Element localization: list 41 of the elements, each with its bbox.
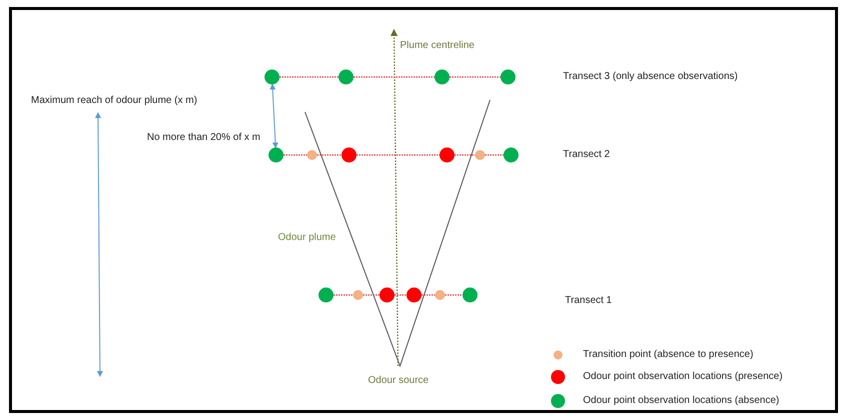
transect-line	[334, 294, 353, 296]
observation-point	[338, 70, 354, 84]
observation-point	[500, 70, 516, 84]
transect-line	[394, 294, 406, 296]
observation-point	[440, 148, 454, 162]
source-label: Odour source	[368, 375, 429, 387]
observation-point	[406, 288, 422, 302]
transect-line	[454, 154, 475, 156]
legend-label: Odour point observation locations (presence)	[583, 371, 783, 383]
transect-line	[445, 294, 462, 296]
transect-line	[354, 76, 434, 78]
transect-label: Transect 3 (only absence observations)	[563, 71, 738, 83]
observation-point	[268, 148, 284, 162]
transect-line	[485, 154, 504, 156]
transect-line	[284, 154, 307, 156]
observation-point	[353, 290, 363, 300]
observation-point	[435, 290, 445, 300]
observation-point	[342, 148, 356, 162]
observation-point	[264, 70, 280, 84]
transect-label: Transect 2	[563, 149, 610, 161]
observation-point	[475, 150, 485, 160]
transect-line	[356, 154, 440, 156]
observation-point	[462, 288, 478, 302]
legend-label: Transition point (absence to presence)	[583, 349, 754, 361]
axis-label: Plume centreline	[400, 40, 474, 52]
dimension-label: Maximum reach of odour plume (x m)	[31, 95, 198, 107]
observation-point	[434, 70, 450, 84]
transect-line	[363, 294, 380, 296]
transect-line	[450, 76, 500, 78]
legend-label: Odour point observation locations (absence)	[583, 395, 780, 407]
observation-point	[318, 288, 334, 302]
transect-label: Transect 1	[565, 295, 612, 307]
transect-line	[280, 76, 338, 78]
spacing-arrow	[270, 84, 278, 148]
plume-label: Odour plume	[278, 232, 336, 244]
observation-point	[380, 288, 394, 302]
dimension-label: No more than 20% of x m	[147, 132, 260, 144]
observation-point	[307, 150, 317, 160]
transect-line	[317, 154, 342, 156]
observation-point	[504, 148, 518, 162]
transect-line	[422, 294, 435, 296]
